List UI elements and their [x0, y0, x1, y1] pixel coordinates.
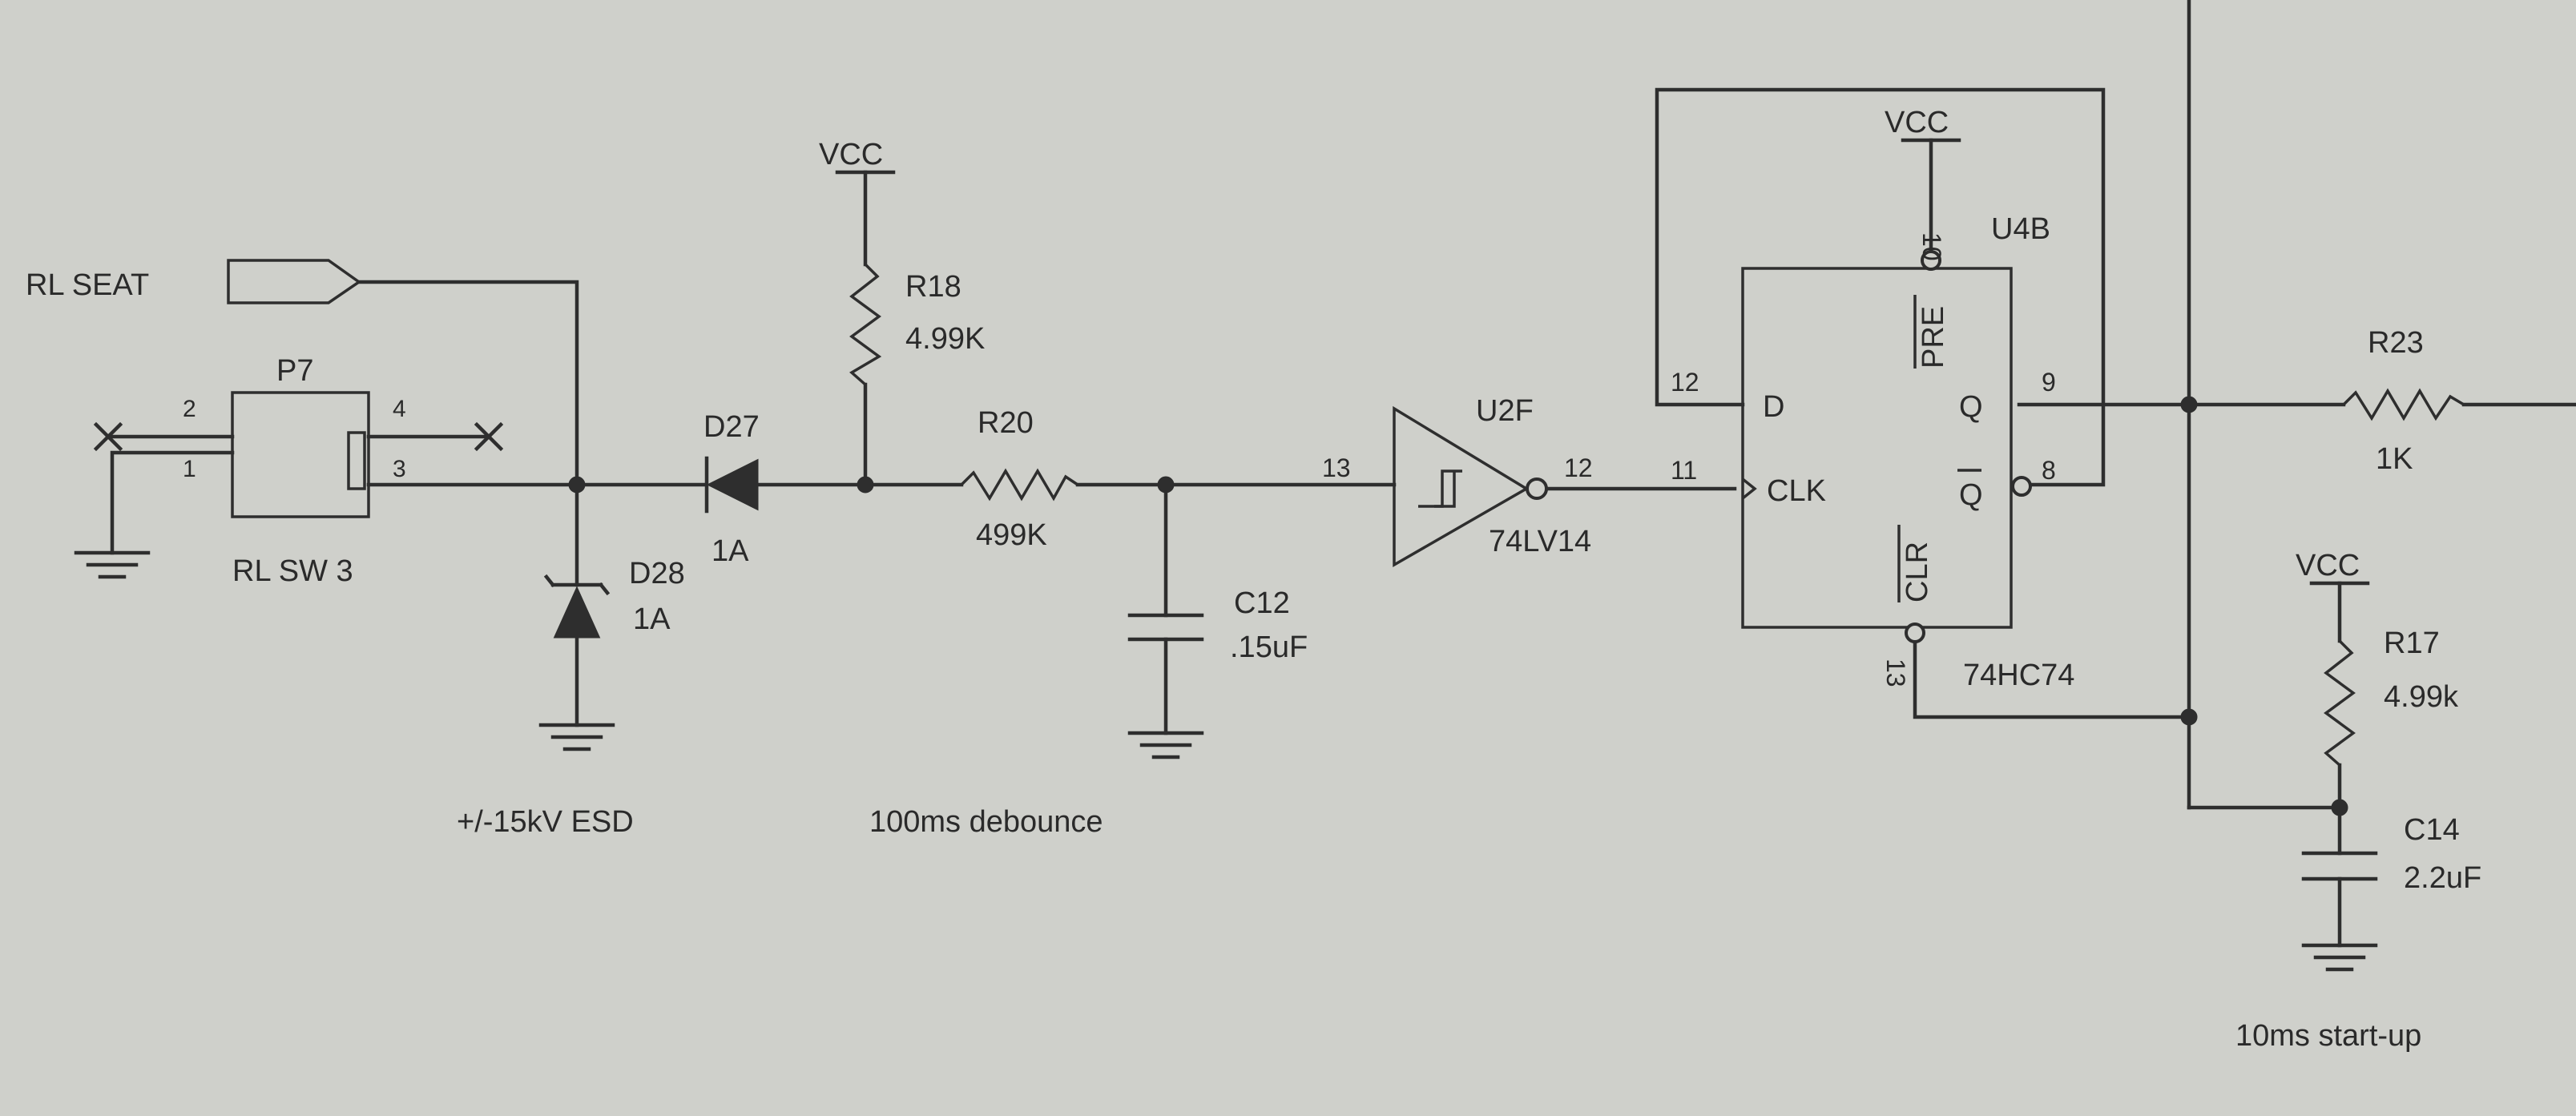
inverter-u2f: U2F 74LV14 13 12 [1322, 394, 1593, 568]
c12-ref: C12 [1234, 586, 1290, 620]
u4b-body [1741, 267, 2013, 629]
u4b-pin-q: 9 [2042, 368, 2056, 397]
net-rl-seat: RL SEAT [26, 259, 362, 304]
p7-contact [347, 431, 366, 490]
p7-name: RL SW 3 [232, 554, 353, 588]
resistor-r20: R20 499K [960, 406, 1078, 552]
net-label-rl-seat: RL SEAT [26, 268, 149, 302]
u4b-part: 74HC74 [1963, 659, 2074, 692]
r20-ref: R20 [978, 406, 1034, 440]
ground-icon [2301, 943, 2378, 972]
capacitor-c12: C12 .15uF [1127, 586, 1308, 664]
u2f-part: 74LV14 [1489, 525, 1591, 558]
diode-d27: D27 1A [703, 410, 760, 568]
no-connect-icon [93, 421, 123, 452]
r23-value: 1K [2376, 442, 2413, 476]
u2f-pin-out: 12 [1564, 453, 1593, 482]
r18-ref: R18 [905, 270, 961, 304]
u4b-label-clk: CLK [1767, 474, 1826, 508]
r18-value: 4.99K [905, 322, 985, 356]
resistor-icon [2324, 639, 2356, 767]
resistor-icon [849, 263, 882, 386]
hysteresis-icon [1434, 471, 1456, 508]
junction-dot [2331, 799, 2348, 816]
r17-value: 4.99k [2384, 680, 2459, 714]
offpage-connector-icon [227, 259, 362, 304]
junctions [568, 396, 2348, 816]
annotation-debounce: 100ms debounce [869, 805, 1103, 839]
junction-dot [857, 476, 874, 494]
connector-p7: P7 RL SW 3 2 1 4 3 [93, 354, 504, 588]
u4b-label-qbar: Q [1959, 478, 1983, 512]
p7-ref: P7 [276, 354, 313, 388]
vcc-label: VCC [2296, 549, 2360, 582]
ground-icon [1127, 731, 1204, 759]
u2f-pin-in: 13 [1322, 453, 1351, 482]
p7-pin: 3 [393, 456, 406, 482]
hysteresis-icon [1418, 469, 1462, 508]
resistor-r18: R18 4.99K [849, 263, 985, 386]
vcc-label: VCC [819, 138, 883, 171]
d28-value: 1A [633, 602, 671, 636]
resistor-r17: R17 4.99k [2324, 626, 2459, 767]
u4b-pin-pre: 10 [1917, 232, 1946, 261]
junction-dot [2180, 396, 2198, 413]
no-connect-icon [474, 421, 504, 452]
inversion-bubble [1526, 477, 1548, 500]
vcc-symbol-u4b: VCC [1885, 106, 1961, 143]
clock-edge-icon [1741, 477, 1757, 500]
vcc-symbol-r17: VCC [2296, 549, 2370, 586]
ground-icon [74, 550, 151, 579]
u4b-ref: U4B [1991, 212, 2050, 246]
diode-icon [553, 586, 601, 639]
diode-icon [706, 458, 759, 511]
annotation-startup: 10ms start-up [2235, 1019, 2421, 1053]
p7-body [231, 391, 370, 518]
junction-dot [1157, 476, 1175, 494]
resistor-r23: R23 1K [2342, 326, 2465, 476]
resistor-icon [960, 468, 1078, 502]
r23-ref: R23 [2368, 326, 2424, 360]
buffer-triangle [1393, 405, 1530, 568]
u4b-label-clr: CLR [1901, 542, 1934, 602]
r17-ref: R17 [2384, 626, 2440, 660]
vcc-label: VCC [1885, 106, 1949, 139]
d27-ref: D27 [703, 410, 760, 444]
diode-d28: D28 1A [543, 557, 685, 639]
u4b-pin-d: 12 [1671, 368, 1699, 397]
u4b-pin-clr: 13 [1881, 659, 1910, 687]
d28-ref: D28 [629, 557, 685, 590]
u4b-label-pre: PRE [1917, 306, 1950, 369]
c12-value: .15uF [1230, 631, 1308, 664]
u2f-ref: U2F [1476, 394, 1534, 428]
p7-pin: 4 [393, 396, 406, 422]
ground-icon [538, 723, 615, 751]
u4b-pin-clk: 11 [1671, 456, 1697, 485]
inversion-bubble [1921, 250, 1941, 271]
inversion-bubble [1905, 622, 1925, 643]
u4b-pin-qbar: 8 [2042, 456, 2056, 485]
c14-ref: C14 [2404, 813, 2460, 847]
junction-dot [2180, 708, 2198, 726]
r20-value: 499K [976, 518, 1047, 552]
vcc-symbol-r18: VCC [819, 138, 896, 175]
flipflop-u4b: D CLK Q Q PRE CLR 12 11 9 8 10 13 U4B 74… [1671, 212, 2074, 692]
u4b-label-d: D [1763, 390, 1784, 424]
c14-value: 2.2uF [2404, 861, 2481, 895]
resistor-icon [2342, 388, 2465, 421]
d27-value: 1A [712, 534, 749, 568]
p7-pin: 1 [183, 456, 196, 482]
junction-dot [568, 476, 586, 494]
annotation-esd: +/-15kV ESD [457, 805, 634, 839]
u4b-label-q: Q [1959, 390, 1983, 424]
capacitor-c14: C14 2.2uF [2301, 813, 2481, 895]
p7-pin: 2 [183, 396, 196, 422]
inversion-bubble [2011, 476, 2032, 497]
